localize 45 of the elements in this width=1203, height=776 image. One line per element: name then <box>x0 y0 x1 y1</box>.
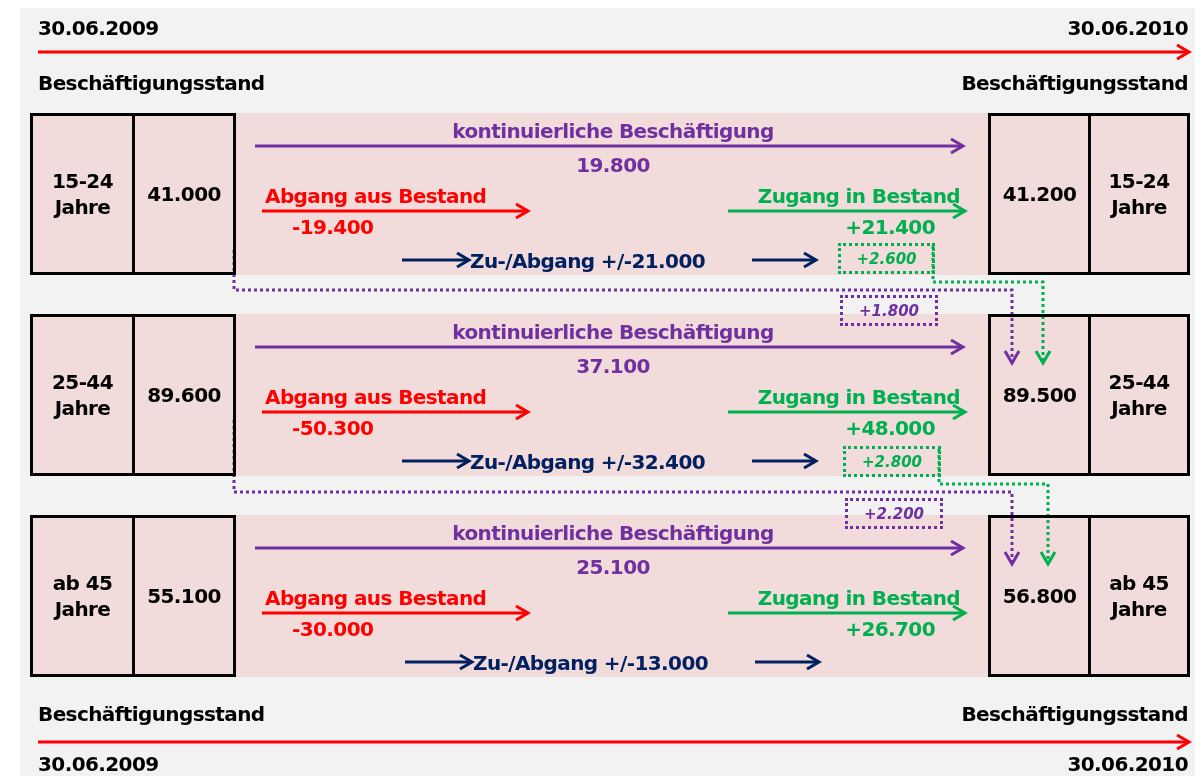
flow-label: Zu-/Abgang +/-32.400 <box>470 450 705 474</box>
transfer-box: +2.800 <box>843 446 941 477</box>
age-group-box: ab 45 Jahre <box>1088 515 1190 677</box>
heading: Beschäftigungsstand <box>38 71 265 95</box>
flow-value: -50.300 <box>292 416 374 440</box>
edge-label: +1.800 <box>840 295 938 326</box>
employment-count-box: 55.100 <box>132 515 236 677</box>
heading: Beschäftigungsstand <box>961 71 1188 95</box>
flow-label: Abgang aus Bestand <box>265 586 487 610</box>
date-label: 30.06.2009 <box>38 16 159 40</box>
flow-value: 19.800 <box>576 153 650 177</box>
flow-value: +21.400 <box>845 215 935 239</box>
date-label: 30.06.2010 <box>1067 752 1188 776</box>
flow-label: kontinuierliche Beschäftigung <box>452 320 774 344</box>
flow-label: Abgang aus Bestand <box>265 385 487 409</box>
age-group-box: 15-24 Jahre <box>1088 113 1190 275</box>
age-group-box: 25-44 Jahre <box>30 314 135 476</box>
flow-label: Zugang in Bestand <box>757 586 960 610</box>
employment-count-box: 89.500 <box>988 314 1091 476</box>
date-label: 30.06.2010 <box>1067 16 1188 40</box>
age-group-box: 15-24 Jahre <box>30 113 135 275</box>
flow-value: +48.000 <box>845 416 935 440</box>
flow-value: +26.700 <box>845 617 935 641</box>
heading: Beschäftigungsstand <box>961 702 1188 726</box>
flow-label: Abgang aus Bestand <box>265 184 487 208</box>
flow-value: 25.100 <box>576 555 650 579</box>
flow-label: Zu-/Abgang +/-21.000 <box>470 249 705 273</box>
employment-count-box: 41.200 <box>988 113 1091 275</box>
employment-count-box: 89.600 <box>132 314 236 476</box>
heading: Beschäftigungsstand <box>38 702 265 726</box>
flow-value: 37.100 <box>576 354 650 378</box>
employment-count-box: 41.000 <box>132 113 236 275</box>
date-label: 30.06.2009 <box>38 752 159 776</box>
age-group-box: 25-44 Jahre <box>1088 314 1190 476</box>
employment-count-box: 56.800 <box>988 515 1091 677</box>
flow-label: kontinuierliche Beschäftigung <box>452 521 774 545</box>
age-group-box: ab 45 Jahre <box>30 515 135 677</box>
flow-value: -19.400 <box>292 215 374 239</box>
flow-label: kontinuierliche Beschäftigung <box>452 119 774 143</box>
flow-value: -30.000 <box>292 617 374 641</box>
transfer-box: +2.600 <box>838 243 935 274</box>
flow-label: Zu-/Abgang +/-13.000 <box>473 651 708 675</box>
flow-label: Zugang in Bestand <box>757 385 960 409</box>
flow-label: Zugang in Bestand <box>757 184 960 208</box>
edge-label: +2.200 <box>845 498 943 529</box>
